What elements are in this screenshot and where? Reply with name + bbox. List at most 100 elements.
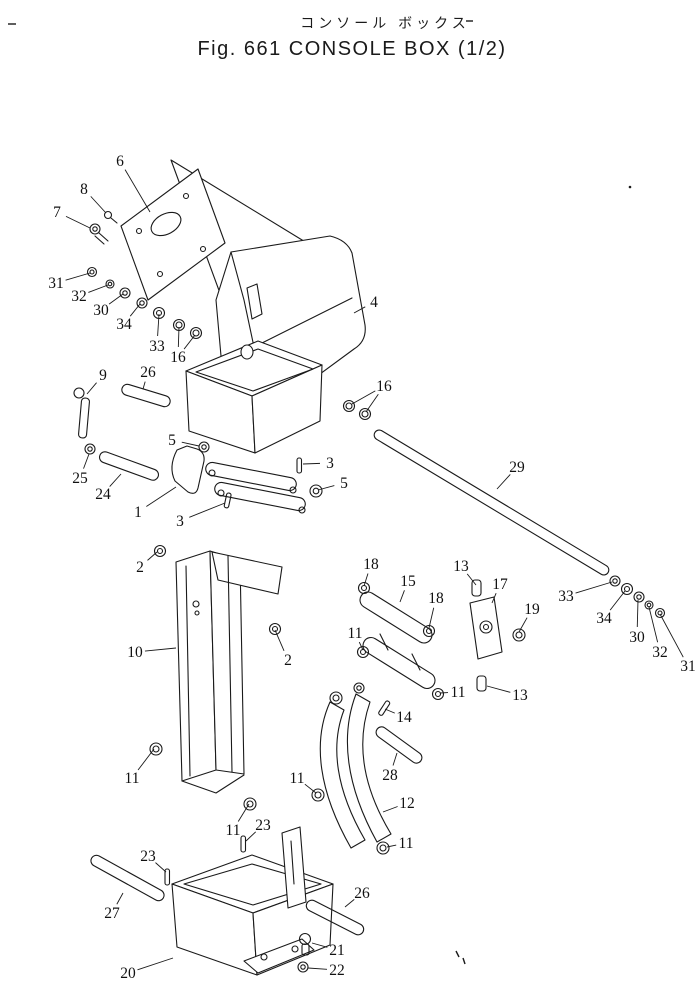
leader-line <box>65 215 91 229</box>
leader-line <box>311 942 328 948</box>
pins-3 <box>223 457 303 509</box>
leader-line <box>307 967 328 970</box>
part-label-23: 23 <box>140 848 156 865</box>
part-label-19: 19 <box>524 601 540 618</box>
leader-line <box>90 196 107 214</box>
leader-line <box>137 748 155 771</box>
leader-line <box>147 551 158 561</box>
bushings-18 <box>357 581 436 638</box>
figure-title-english: Fig. 661 CONSOLE BOX (1/2) <box>197 38 507 60</box>
figure-title-japanese: コンソール ボックス <box>300 15 470 31</box>
part-label-11: 11 <box>451 684 466 701</box>
part-label-32: 32 <box>652 644 668 661</box>
pins-13 <box>471 579 487 692</box>
part-label-5: 5 <box>168 432 176 449</box>
leader-line <box>466 573 477 586</box>
part-label-31: 31 <box>48 275 64 292</box>
part-label-8: 8 <box>80 181 88 198</box>
leader-line <box>648 606 659 643</box>
console-box-body <box>185 340 323 454</box>
leader-line <box>317 485 335 491</box>
tick-marks <box>8 20 632 965</box>
bushings-11-arm <box>311 682 390 855</box>
leader-line <box>142 381 146 390</box>
part-21-bolt <box>298 932 312 956</box>
hardware-chain-right <box>609 575 666 619</box>
leader-line <box>659 613 684 658</box>
part-label-30: 30 <box>629 629 645 646</box>
leader-line <box>609 590 626 611</box>
part-label-10: 10 <box>127 644 143 661</box>
part-label-3: 3 <box>326 455 334 472</box>
part-label-11: 11 <box>290 770 305 787</box>
leader-line <box>109 473 122 487</box>
part-label-17: 17 <box>492 576 508 593</box>
leader-line <box>88 284 109 293</box>
part-label-32: 32 <box>71 288 87 305</box>
part-label-24: 24 <box>95 486 111 503</box>
part-label-11: 11 <box>348 625 363 642</box>
part-label-1: 1 <box>134 504 142 521</box>
leader-line <box>83 453 90 469</box>
bushings-11-links <box>356 645 445 701</box>
part-label-3: 3 <box>176 513 184 530</box>
leader-line <box>144 647 177 652</box>
pins-23 <box>164 835 247 886</box>
leader-line <box>486 685 511 693</box>
middle-link-bars <box>205 461 306 514</box>
leader-line <box>189 502 226 518</box>
leader-line <box>363 573 369 587</box>
part-label-2: 2 <box>136 559 144 576</box>
part-12-curved-arm <box>319 693 392 849</box>
leader-line <box>157 313 160 337</box>
leader-line <box>496 474 511 490</box>
part-9-lever-pin <box>73 387 90 439</box>
part-15-link-arms <box>359 591 436 690</box>
part-label-16: 16 <box>170 349 186 366</box>
part-label-12: 12 <box>399 795 415 812</box>
part-label-14: 14 <box>396 709 412 726</box>
part-label-16: 16 <box>376 378 392 395</box>
leader-line <box>116 892 124 905</box>
leader-line <box>351 390 376 405</box>
part-label-28: 28 <box>382 767 398 784</box>
part-label-21: 21 <box>329 942 345 959</box>
leader-line <box>146 486 177 507</box>
part-1-bracket <box>171 445 205 494</box>
leader-line <box>344 899 355 908</box>
bracket-in-box <box>281 826 307 909</box>
leader-line <box>428 607 435 629</box>
part-label-7: 7 <box>53 204 61 221</box>
part-6-mounting-plate <box>120 168 226 301</box>
part-label-27: 27 <box>104 905 120 922</box>
part-label-13: 13 <box>512 687 528 704</box>
part-label-2: 2 <box>284 652 292 669</box>
leader-line <box>636 599 639 628</box>
leader-line <box>108 293 124 305</box>
bushings-2 <box>153 544 282 636</box>
leader-line <box>384 708 395 714</box>
part-label-13: 13 <box>453 558 469 575</box>
leader-line <box>575 581 613 594</box>
part-24-rod <box>98 451 160 481</box>
bushings-16-right <box>342 399 372 421</box>
leader-line <box>86 382 97 395</box>
part-22-washer <box>297 961 309 973</box>
base-mount-plate <box>243 938 315 974</box>
part-label-15: 15 <box>400 573 416 590</box>
leader-line <box>129 303 141 317</box>
leader-line <box>274 629 285 652</box>
part-20-base-box <box>171 854 334 976</box>
leader-line <box>137 957 174 971</box>
part-label-20: 20 <box>120 965 136 982</box>
hardware-chain-left <box>86 266 203 340</box>
bushings-11-stand <box>149 742 257 811</box>
leader-line <box>155 862 167 873</box>
part-label-18: 18 <box>428 590 444 607</box>
leader-line <box>518 617 528 633</box>
part-7-bolt <box>89 223 109 245</box>
part-27-rod <box>90 854 165 902</box>
